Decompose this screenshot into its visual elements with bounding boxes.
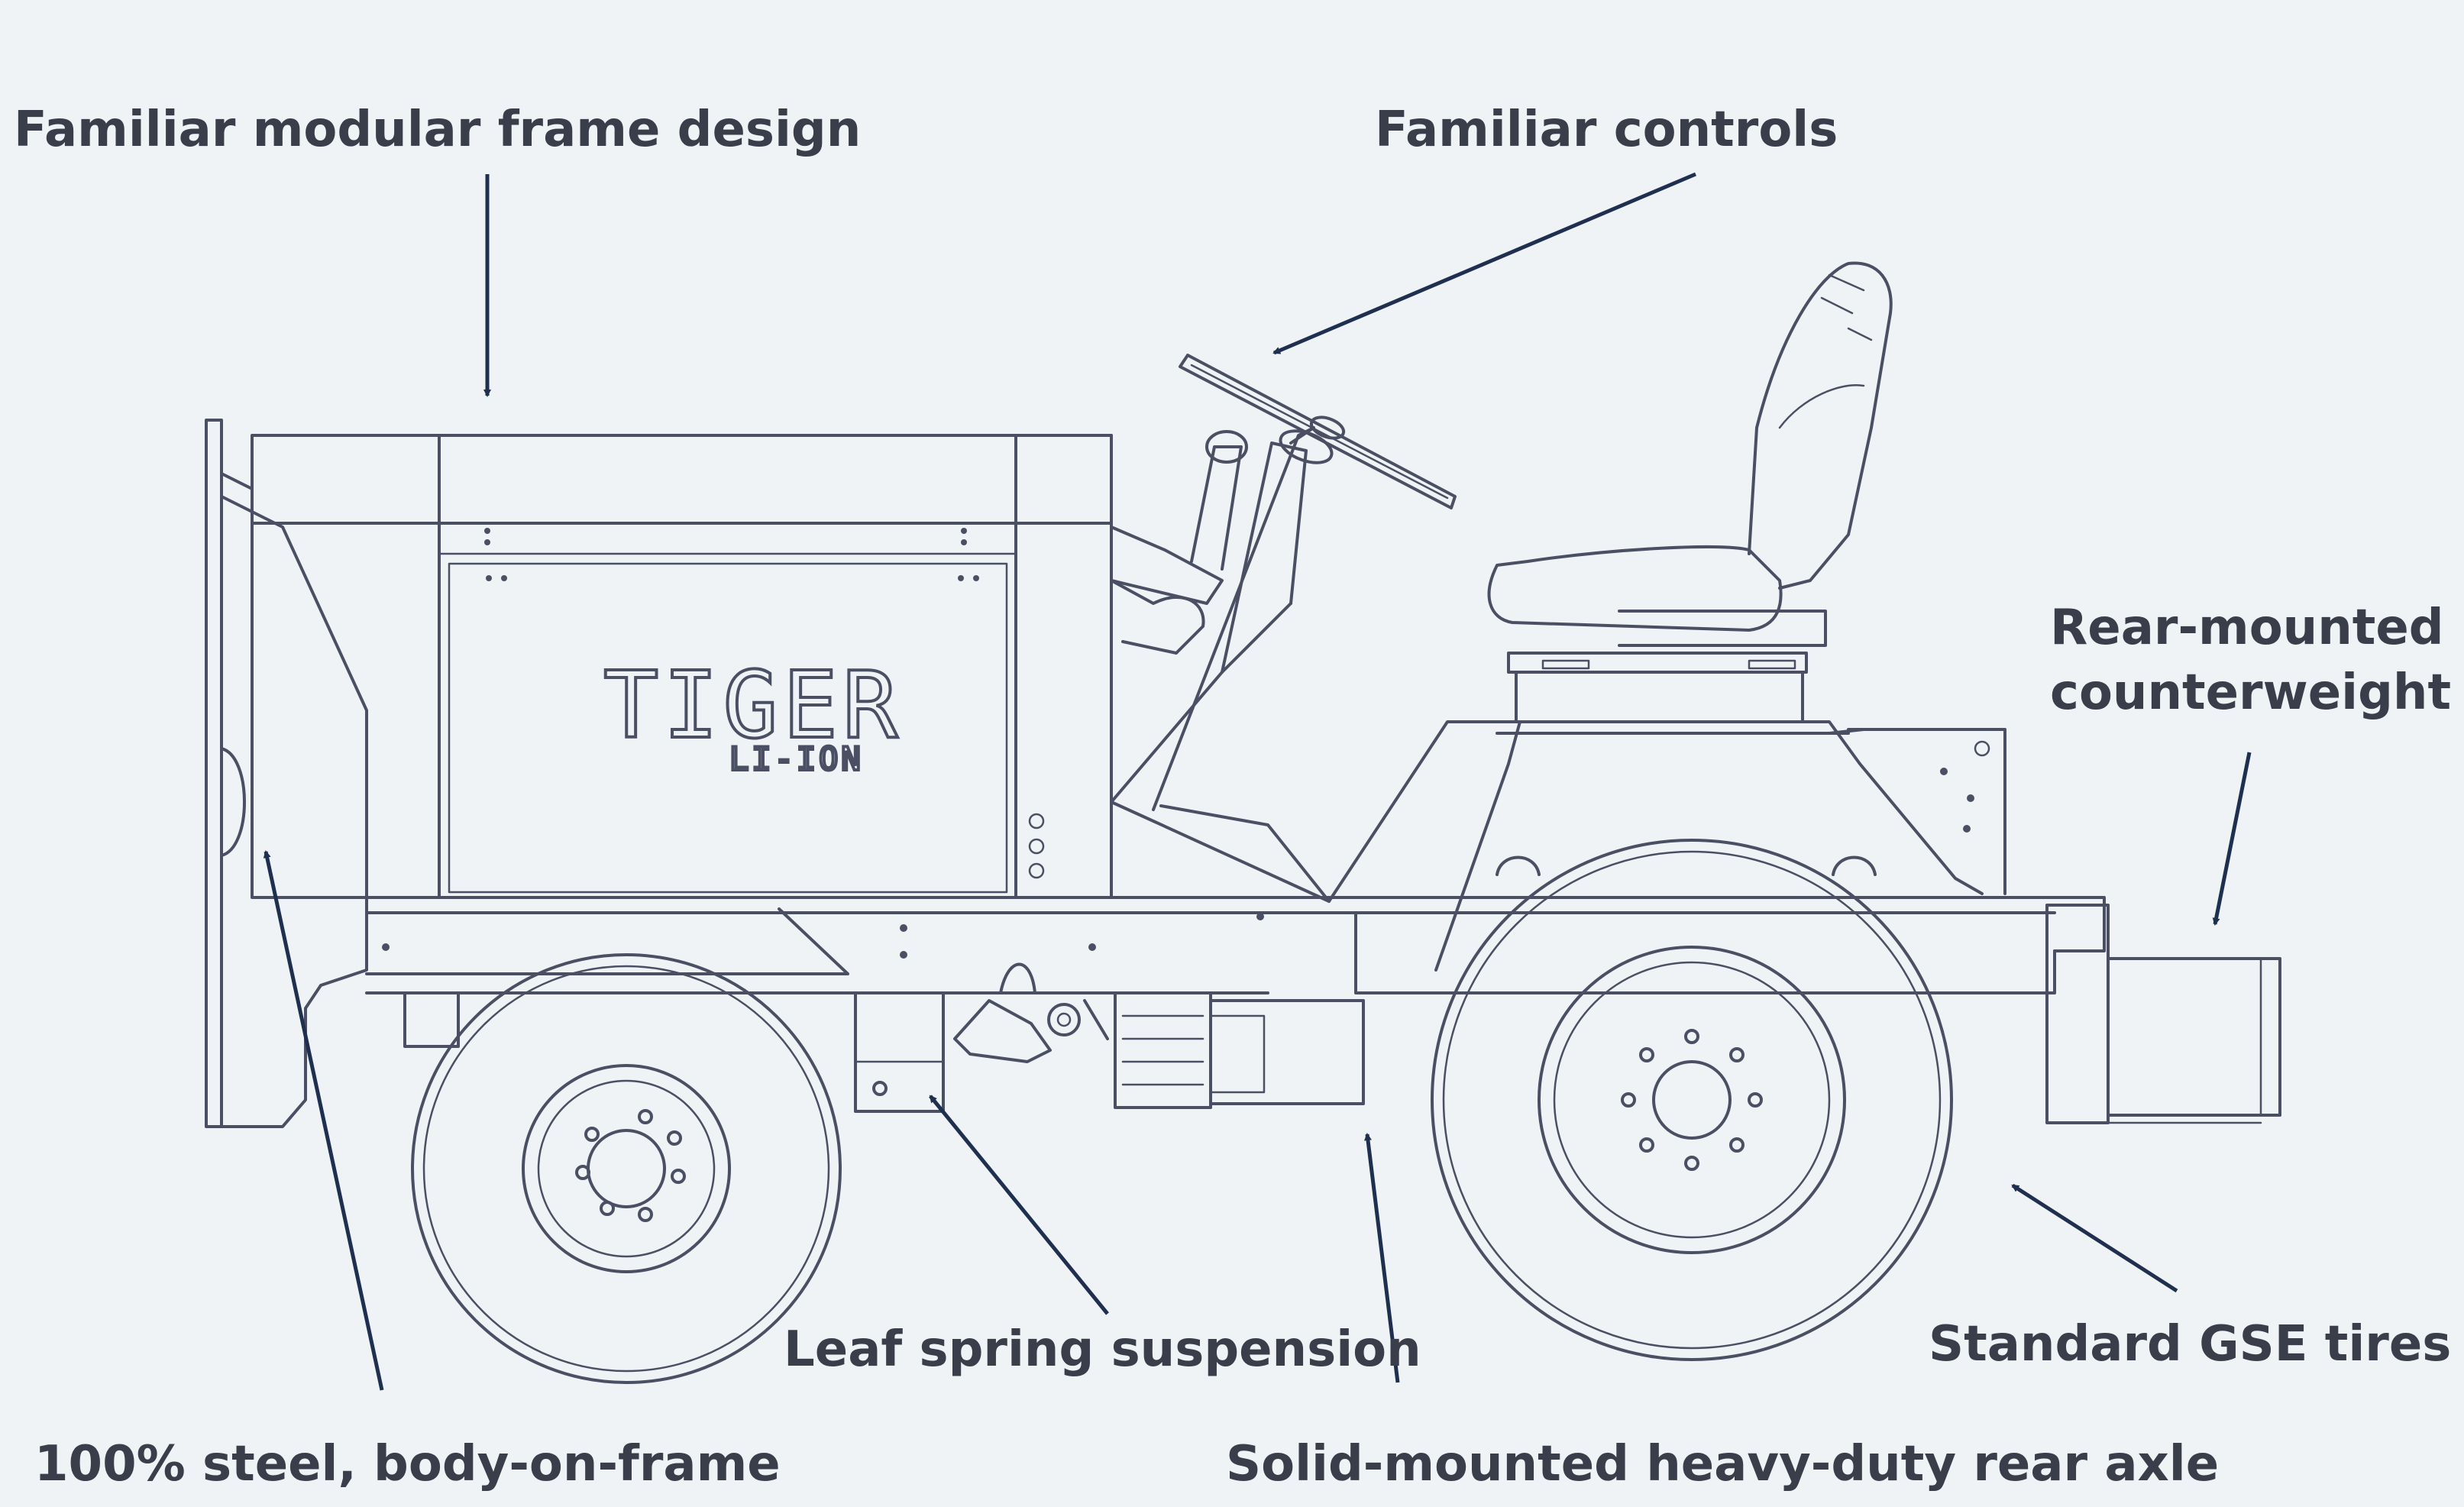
arrow-rear-axle bbox=[1364, 1133, 1400, 1383]
rear-wheel bbox=[1431, 839, 1953, 1361]
callout-counterweight: Rear-mounted counterweight bbox=[2050, 600, 2452, 722]
rear-body bbox=[1327, 671, 2006, 972]
callout-tires: Standard GSE tires bbox=[1929, 1316, 2452, 1373]
chassis-frame bbox=[365, 896, 2106, 1048]
front-bumper bbox=[205, 419, 368, 1128]
front-wheel bbox=[411, 953, 842, 1384]
callout-frame-design: Familiar modular frame design bbox=[14, 102, 862, 158]
counterweight bbox=[2045, 904, 2281, 1124]
arrow-tires bbox=[2011, 1183, 2178, 1293]
arrow-leaf-spring bbox=[929, 1095, 1109, 1315]
callout-leaf-spring: Leaf spring suspension bbox=[784, 1321, 1421, 1378]
callout-arrows bbox=[263, 172, 2252, 1391]
drivetrain bbox=[1114, 991, 1365, 1109]
brand-name: TIGER bbox=[603, 653, 902, 759]
callout-controls: Familiar controls bbox=[1375, 102, 1838, 158]
callout-rear-axle: Solid-mounted heavy-duty rear axle bbox=[1226, 1436, 2220, 1492]
arrow-controls bbox=[1272, 172, 1696, 355]
brand-logo: TIGER LI-ION bbox=[602, 652, 902, 779]
arrow-steel-body bbox=[263, 850, 384, 1391]
steering-assembly bbox=[1110, 354, 1457, 903]
operator-seat bbox=[1487, 261, 1893, 674]
brand-model: LI-ION bbox=[729, 740, 864, 778]
callout-steel-body: 100% steel, body-on-frame bbox=[34, 1436, 781, 1492]
tug-vehicle: TIGER LI-ION bbox=[205, 261, 2281, 1384]
leaf-spring bbox=[854, 991, 1109, 1113]
arrow-counterweight bbox=[2212, 752, 2252, 926]
